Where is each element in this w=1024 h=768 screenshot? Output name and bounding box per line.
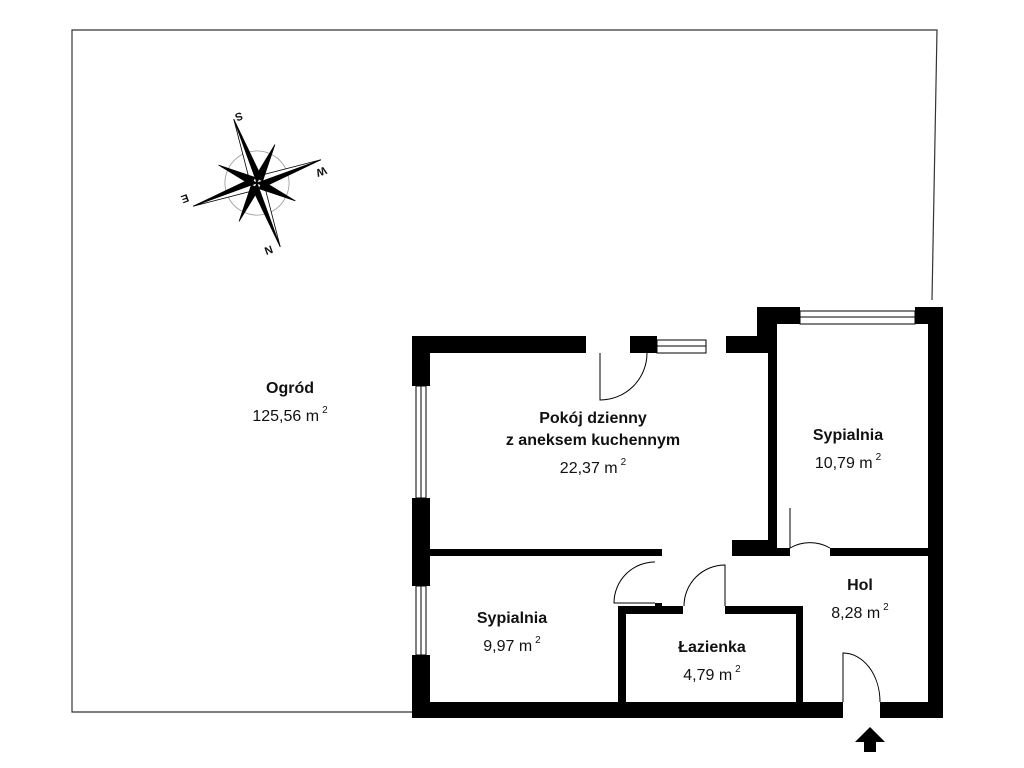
unit-superscript: 2 xyxy=(535,635,541,646)
entrance-arrow-icon xyxy=(855,727,885,752)
room-area: 4,79 m xyxy=(683,667,733,684)
room-name: Pokój dzienny xyxy=(539,410,647,427)
room-name-line2: z aneksem kuchennym xyxy=(505,432,681,449)
room-name: Łazienka xyxy=(678,639,746,656)
room-area: 22,37 m xyxy=(559,460,618,477)
room-area: 10,79 m xyxy=(814,455,873,472)
unit-superscript: 2 xyxy=(322,405,328,416)
room-area: 125,56 m xyxy=(252,408,320,425)
room-name: Sypialnia xyxy=(812,427,884,444)
room-name: Ogród xyxy=(266,380,314,397)
walls xyxy=(412,307,943,718)
unit-superscript: 2 xyxy=(620,457,627,468)
room-name: Sypialnia xyxy=(476,610,548,627)
room-area: 9,97 m xyxy=(483,638,533,655)
room-area: 8,28 m xyxy=(831,605,881,622)
unit-superscript: 2 xyxy=(735,664,741,675)
compass-rose-icon xyxy=(192,118,322,248)
garden-boundary xyxy=(71,29,938,713)
room-label-living: Pokój dzienny z aneksem kuchennym 22,37 … xyxy=(506,408,680,480)
doors xyxy=(599,352,881,703)
room-name: Hol xyxy=(847,577,873,594)
unit-superscript: 2 xyxy=(883,602,889,613)
unit-superscript: 2 xyxy=(875,452,882,463)
windows xyxy=(415,310,916,656)
